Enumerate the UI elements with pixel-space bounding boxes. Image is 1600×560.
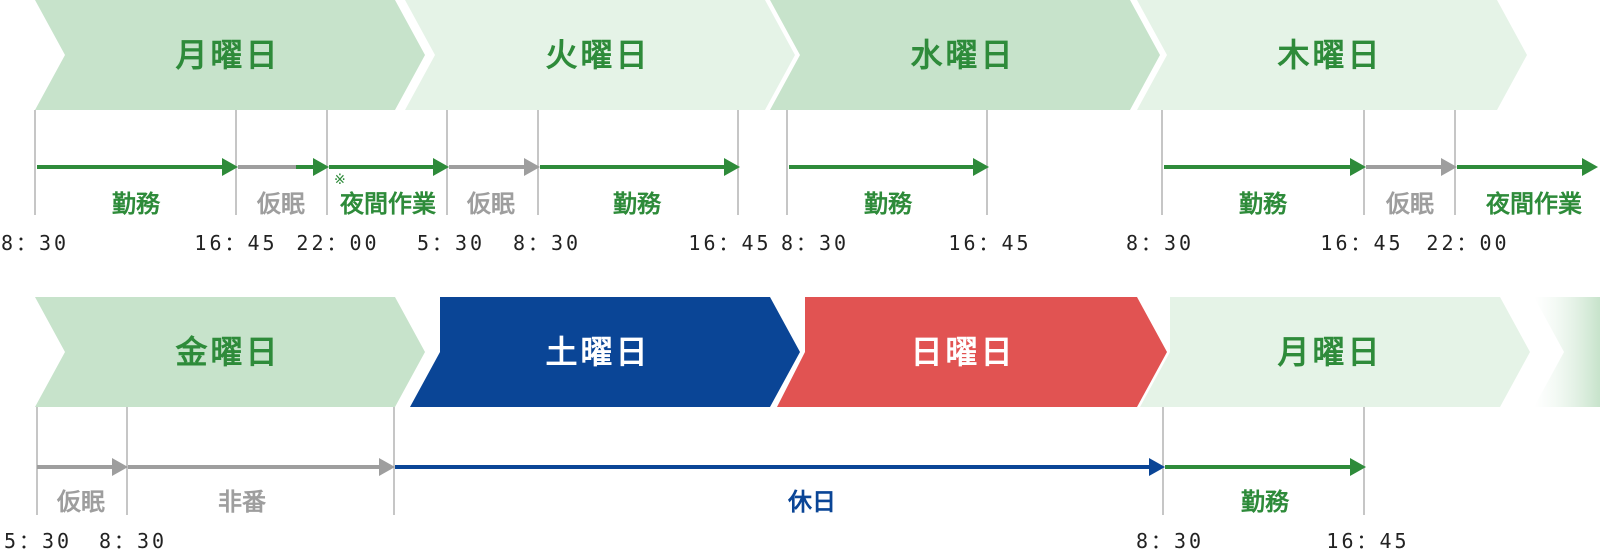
segment-label-nap: 仮眠 [256,190,305,218]
segment-label-holiday: 休日 [787,488,836,516]
arrowhead [1582,158,1598,176]
day-label-tuesday: 火曜日 [545,36,650,74]
time-label: 16：45 [1320,231,1403,255]
day-label-friday: 金曜日 [174,333,280,371]
arrowhead [112,458,128,476]
day-label-sunday: 日曜日 [910,333,1015,371]
time-label: 22：00 [296,231,379,255]
day-label-saturday: 土曜日 [545,333,650,371]
segment-label-nap: 仮眠 [56,488,105,516]
day-chevron-monday [35,0,425,110]
arrowhead [1149,458,1165,476]
day-chevron-next-monday [1140,297,1530,407]
day-label-wednesday: 水曜日 [910,36,1015,74]
arrowhead [1350,458,1366,476]
time-label: 8：30 [1126,231,1194,255]
time-label: 8：30 [1,231,69,255]
day-chevron-sunday [777,297,1167,407]
segment-label-off-duty: 非番 [218,488,267,516]
day-label-monday: 月曜日 [175,36,280,74]
day-chevron-wednesday [770,0,1160,110]
segment-label-work: 勤務 [1241,488,1290,516]
week2-row: 金曜日 土曜日 日曜日 月曜日 仮眠 非番 休日 勤務 5：30 8：30 8：… [4,297,1600,553]
time-label: 8：30 [513,231,581,255]
arrowhead [433,158,449,176]
segment-label-nap: 仮眠 [1385,190,1434,218]
time-label: 16：45 [688,231,771,255]
segment-label-work: 勤務 [112,190,161,218]
segment-label-work: 勤務 [1239,190,1288,218]
time-label: 16：45 [948,231,1031,255]
time-label: 5：30 [417,231,485,255]
time-label: 8：30 [781,231,849,255]
arrowhead [222,158,238,176]
arrowhead [973,158,989,176]
segment-label-night-work: 夜間作業 [339,190,436,218]
segment-label-work: 勤務 [864,190,913,218]
day-chevron-friday [35,297,425,407]
day-chevron-thursday [1137,0,1527,110]
time-label: 8：30 [99,529,167,553]
arrowhead [313,158,329,176]
segment-label-nap: 仮眠 [466,190,515,218]
time-label: 5：30 [4,529,72,553]
arrowhead [724,158,740,176]
day-label-thursday: 木曜日 [1276,36,1382,74]
arrowhead [1441,158,1457,176]
time-label: 16：45 [194,231,277,255]
day-label-next-monday: 月曜日 [1277,333,1382,371]
arrowhead [1350,158,1366,176]
arrowhead [379,458,395,476]
time-label: 8：30 [1136,529,1204,553]
continuation-fade [1534,297,1600,407]
time-label: 22：00 [1426,231,1509,255]
segment-label-work: 勤務 [613,190,662,218]
night-work-note-mark: ※ [334,172,346,188]
time-label: 16：45 [1326,529,1409,553]
week1-row: 月曜日 火曜日 水曜日 木曜日 [1,0,1598,255]
segment-label-night-work: 夜間作業 [1485,190,1582,218]
day-chevron-saturday [410,297,800,407]
day-chevron-tuesday [405,0,795,110]
arrowhead [524,158,540,176]
